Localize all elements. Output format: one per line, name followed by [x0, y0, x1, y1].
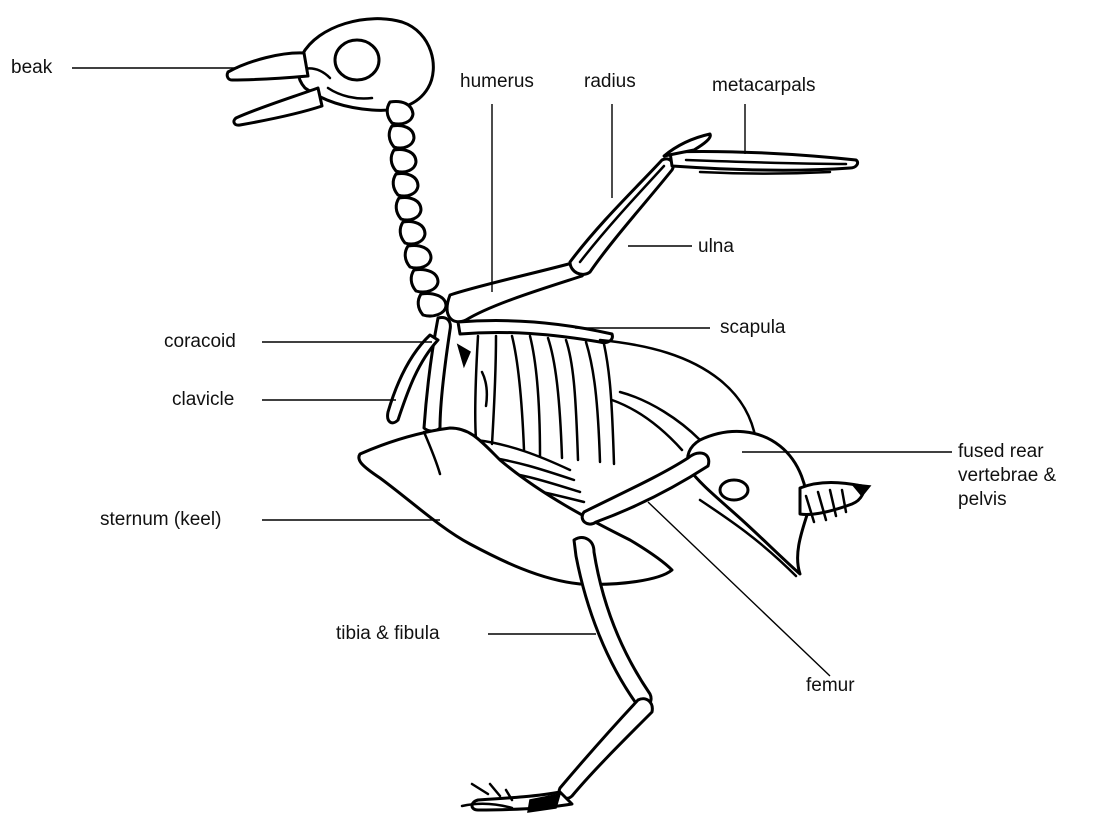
tarsometatarsus-bone [559, 699, 652, 799]
neck-vertebrae [387, 102, 446, 316]
label-metacarpals: metacarpals [712, 74, 816, 98]
label-ulna: ulna [698, 235, 734, 259]
label-humerus: humerus [460, 70, 534, 94]
eye-socket [335, 40, 379, 80]
label-beak: beak [11, 56, 52, 80]
label-coracoid: coracoid [164, 330, 236, 354]
pelvis-foramen [720, 480, 748, 500]
label-radius: radius [584, 70, 636, 94]
coracoid-bone [424, 318, 450, 432]
pelvis [688, 431, 870, 576]
scapula-bone [458, 321, 612, 343]
label-sternum-keel: sternum (keel) [100, 508, 221, 532]
label-femur: femur [806, 674, 855, 698]
label-clavicle: clavicle [172, 388, 234, 412]
radius-ulna-bones [570, 159, 673, 274]
label-scapula: scapula [720, 316, 786, 340]
wing [447, 134, 857, 322]
label-tibia-fibula: tibia & fibula [336, 622, 440, 646]
femur-bone [582, 453, 709, 524]
shoulder-girdle [388, 318, 613, 432]
label-fused-rear-vertebrae-pelvis: fused rear vertebrae & pelvis [958, 440, 1096, 512]
humerus-bone [447, 262, 585, 322]
